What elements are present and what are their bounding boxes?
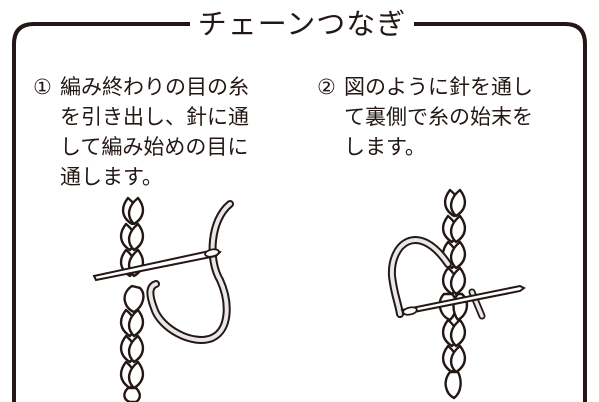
step-1-number: ① [33,75,52,99]
step-1-text: 編み終わりの目の糸 を引き出し、針に通 して編み始めの目に 通します。 [60,75,249,189]
step-2-text: 図のように針を通し て裏側で糸の始末を します。 [344,75,533,159]
chain-links [441,188,467,400]
chain-stitch-weave-illustration [387,188,526,400]
needle-icon [92,248,222,282]
step-2-number: ② [317,75,336,99]
diagram-title: チェーンつなぎ [190,4,414,44]
step-1: ① 編み終わりの目の糸 を引き出し、針に通 して編み始めの目に 通します。 [33,72,293,202]
step-2: ② 図のように針を通し て裏側で糸の始末を します。 [317,72,582,172]
needle-icon [400,284,526,316]
chain-stitch-needle-illustration [92,196,234,402]
